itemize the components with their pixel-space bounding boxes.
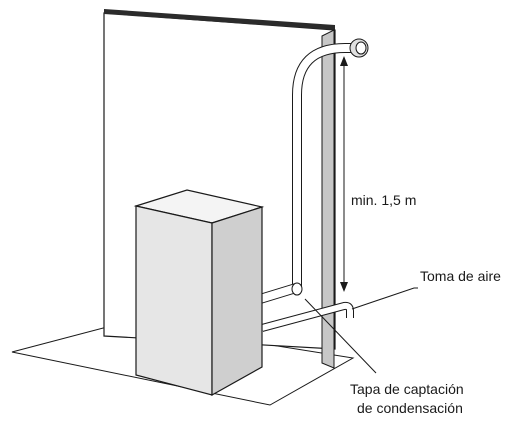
air-intake-label: Toma de aire <box>420 268 501 284</box>
condensate-cap-label-line2: de condensación <box>357 400 463 416</box>
lower-exhaust-pipe-fill <box>261 302 353 331</box>
height-arrow-top <box>340 56 348 66</box>
unit-side <box>211 206 263 397</box>
condensate-cap-leader <box>304 298 377 374</box>
upper-pipe-end <box>291 282 303 296</box>
pipe-column <box>321 29 335 369</box>
condensate-cap-label-line1: Tapa de captación <box>350 381 464 397</box>
air-intake-cap-inner <box>355 41 367 55</box>
upper-connector-pipe-fill <box>258 284 298 303</box>
wall-top-edge <box>104 9 335 30</box>
min-height-label: min. 1,5 m <box>351 192 417 208</box>
air-intake-leader <box>351 287 418 310</box>
unit-front <box>135 205 213 396</box>
air-intake-pipe-fill <box>293 44 356 289</box>
height-arrow-bottom <box>340 282 348 292</box>
